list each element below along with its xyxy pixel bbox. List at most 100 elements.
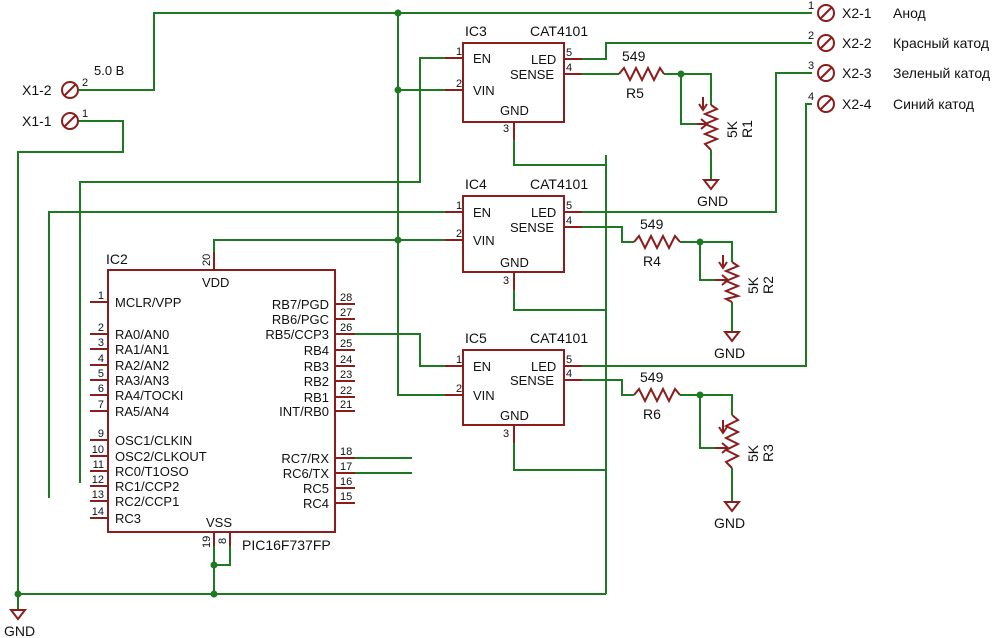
x1-1-terminal[interactable]: X1-1 1: [22, 108, 88, 130]
r1-ref: R1: [739, 120, 755, 138]
ic5-gnd-label: GND: [500, 408, 529, 423]
ic5-pin-led: 5: [566, 354, 572, 366]
pot-r2[interactable]: 5K R2: [715, 255, 776, 303]
resistor-r4[interactable]: 549 R4: [633, 216, 681, 269]
ic4-pin-en: 1: [456, 200, 462, 212]
x1-2-ref: X1-2: [22, 82, 52, 98]
ic5-led-label: LED: [531, 359, 556, 374]
mcu-pin-label: RA2/AN2: [115, 358, 169, 373]
gnd-symbol-main: GND: [4, 609, 35, 638]
ic3-gnd-label: GND: [500, 103, 529, 118]
ic5-driver[interactable]: IC5 CAT4101 EN VIN GND LED SENSE 1 2 3 5…: [445, 330, 588, 443]
gnd-r1-label: GND: [697, 193, 728, 209]
pot-r3[interactable]: 5K R3: [715, 414, 776, 469]
mcu-pin-num: 17: [340, 461, 352, 473]
x1-1-num: 1: [82, 108, 88, 120]
mcu-pin-label: RB4: [304, 343, 329, 358]
mcu-pin-num: 12: [92, 474, 104, 486]
mcu-pin-num: 23: [340, 369, 352, 381]
x2-4-ref: X2-4: [842, 96, 872, 112]
ic3-pin-led: 5: [566, 47, 572, 59]
ic4-driver[interactable]: IC4 CAT4101 EN VIN GND LED SENSE 1 2 3 5…: [445, 176, 588, 290]
mcu-pin-num: 9: [98, 428, 104, 440]
pot-r1[interactable]: 5K R1: [697, 97, 755, 151]
ic3-pin-vin: 2: [456, 78, 462, 90]
mcu-pin-ra0-an0: 2 RA0/AN0: [90, 322, 169, 342]
mcu-pin-num: 27: [340, 307, 352, 319]
x2-4-num: 4: [808, 91, 814, 103]
mcu-pin-label: INT/RB0: [279, 404, 329, 419]
mcu-pin-num: 26: [340, 322, 352, 334]
r6-value: 549: [640, 369, 664, 385]
mcu-pin-label: RC1/CCP2: [115, 479, 179, 494]
wires: [17, 12, 812, 610]
ic5-pin-vin: 2: [456, 383, 462, 395]
mcu-pin-num: 7: [98, 399, 104, 411]
ic5-pin-sense: 4: [566, 368, 572, 380]
r1-value: 5K: [724, 120, 740, 138]
mcu-pin-num: 2: [98, 322, 104, 334]
ic5-value: CAT4101: [530, 330, 588, 346]
r3-ref: R3: [760, 444, 776, 462]
resistor-r6[interactable]: 549 R6: [633, 369, 681, 422]
mcu-vdd-num: 20: [201, 254, 213, 266]
mcu-pin-label: RB2: [304, 374, 329, 389]
mcu-ref: IC2: [106, 251, 128, 267]
mcu-pin-label: RC7/RX: [281, 451, 329, 466]
connector-x1: X1-2 2 5.0 B X1-1 1: [22, 63, 124, 130]
connector-x2: 1 X2-1 Анод 2 X2-2 Красный катод 3 X2-3 …: [808, 0, 990, 113]
mcu-pin-label: RC4: [303, 496, 329, 511]
r3-value: 5K: [745, 444, 761, 462]
x2-3-terminal[interactable]: 3 X2-3 Зеленый катод: [808, 60, 990, 82]
x2-4-terminal[interactable]: 4 X2-4 Синий катод: [808, 91, 974, 113]
x2-2-terminal[interactable]: 2 X2-2 Красный катод: [808, 30, 989, 52]
ic5-pin-en: 1: [456, 354, 462, 366]
ic4-pin-vin: 2: [456, 228, 462, 240]
mcu-pin-rb2: 23 RB2: [304, 369, 355, 389]
x2-2-num: 2: [808, 30, 814, 42]
x1-2-terminal[interactable]: X1-2 2 5.0 B: [22, 63, 124, 99]
mcu-pin-num: 28: [340, 292, 352, 304]
gnd-symbol-r1: GND: [697, 179, 728, 209]
mcu-pin-label: RB6/PGC: [272, 312, 329, 327]
junctions: [14, 9, 704, 598]
x2-1-terminal[interactable]: 1 X2-1 Анод: [808, 0, 926, 22]
r5-value: 549: [622, 48, 646, 64]
ic4-sense-label: SENSE: [510, 220, 554, 235]
gnd-r2-label: GND: [714, 345, 745, 361]
r4-ref: R4: [643, 253, 661, 269]
ic4-pin-gnd: 3: [503, 275, 509, 287]
ic3-driver[interactable]: IC3 CAT4101 EN VIN GND LED SENSE 1 2 3 5…: [445, 23, 588, 140]
ic5-vin-label: VIN: [473, 388, 495, 403]
mcu-pin-label: OSC2/CLKOUT: [115, 449, 207, 464]
mcu-pin-label: RC5: [303, 481, 329, 496]
resistor-r5[interactable]: 549 R5: [618, 48, 665, 101]
x2-3-ref: X2-3: [842, 65, 872, 81]
x1-1-ref: X1-1: [22, 113, 52, 129]
mcu-pin-label: RA1/AN1: [115, 342, 169, 357]
mcu-pin-num: 5: [98, 368, 104, 380]
ic5-ref: IC5: [465, 330, 487, 346]
ic3-vin-label: VIN: [473, 83, 495, 98]
mcu-pin-num: 24: [340, 354, 352, 366]
mcu-pin-label: RA0/AN0: [115, 327, 169, 342]
ic4-value: CAT4101: [530, 176, 588, 192]
mcu-pin-label: MCLR/VPP: [115, 295, 181, 310]
